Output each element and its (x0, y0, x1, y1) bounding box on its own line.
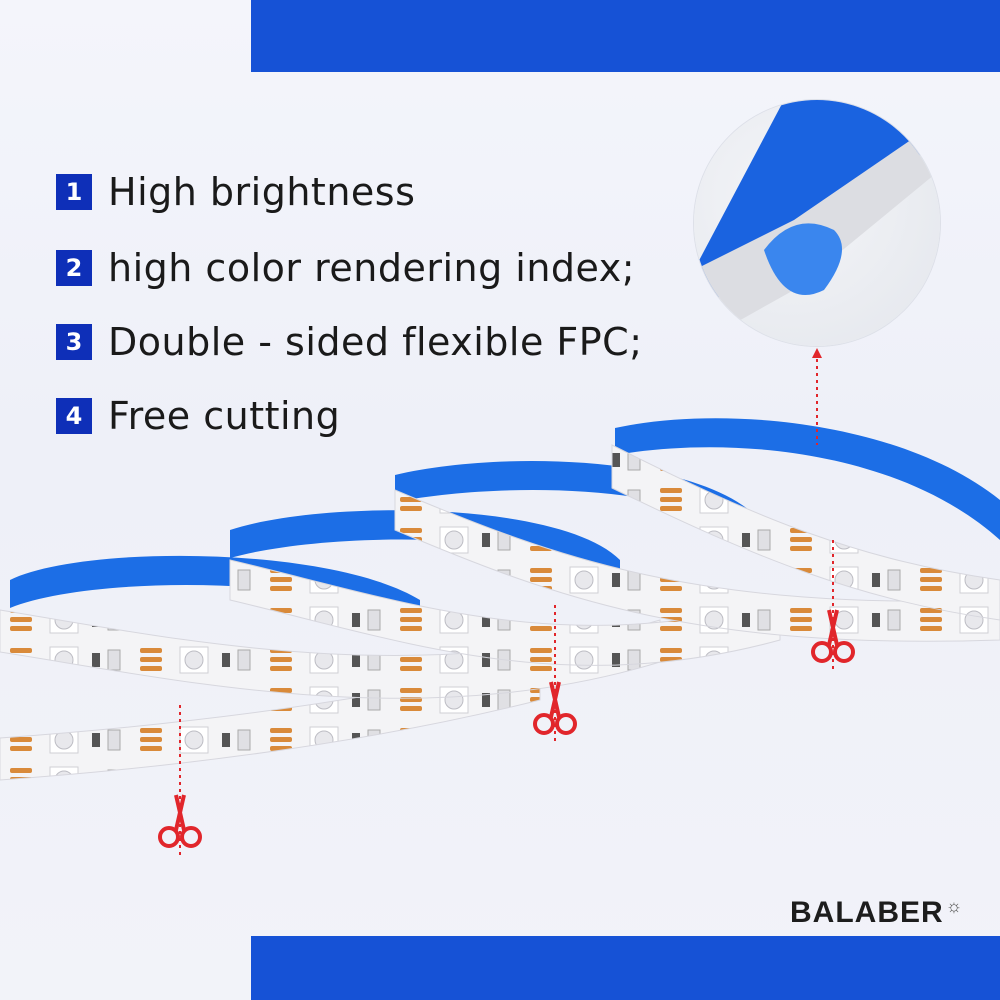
feature-text: Double - sided flexible FPC; (108, 320, 643, 364)
closeup-illustration (694, 100, 940, 346)
feature-item-4: 4 Free cutting (56, 388, 340, 444)
feature-number-badge: 4 (56, 398, 92, 434)
brand-logo: BALABER☼ (790, 896, 963, 930)
led-strip-segment-3 (394, 489, 1000, 642)
brand-name: BALABER (790, 896, 944, 929)
led-strip-segment-2 (229, 559, 781, 666)
feature-number-badge: 2 (56, 250, 92, 286)
tape-loop-2 (230, 510, 620, 585)
leader-arrow-icon (812, 348, 822, 358)
scissors-icon (158, 794, 202, 848)
feature-text: high color rendering index; (108, 246, 636, 290)
scissors-icon (533, 681, 577, 735)
bottom-blue-band (251, 936, 1000, 1000)
cut-marker-2 (533, 605, 577, 745)
light-bulb-icon: ☼ (945, 896, 964, 916)
tape-loop-1 (10, 555, 420, 625)
feature-number-badge: 1 (56, 174, 92, 210)
feature-item-1: 1 High brightness (56, 164, 415, 220)
adhesive-backing-closeup (694, 100, 940, 346)
tape-loop-4 (615, 418, 1000, 540)
scissors-icon (811, 609, 855, 663)
feature-text: Free cutting (108, 394, 341, 438)
feature-text: High brightness (108, 170, 416, 214)
cut-marker-1 (158, 705, 202, 855)
feature-number-badge: 3 (56, 324, 92, 360)
cut-marker-3 (811, 540, 855, 670)
feature-item-3: 3 Double - sided flexible FPC; (56, 314, 643, 370)
led-strip-segment-4 (611, 444, 1000, 621)
peeled-backing (764, 223, 842, 295)
feature-item-2: 2 high color rendering index; (56, 240, 635, 296)
top-blue-band (251, 0, 1000, 72)
